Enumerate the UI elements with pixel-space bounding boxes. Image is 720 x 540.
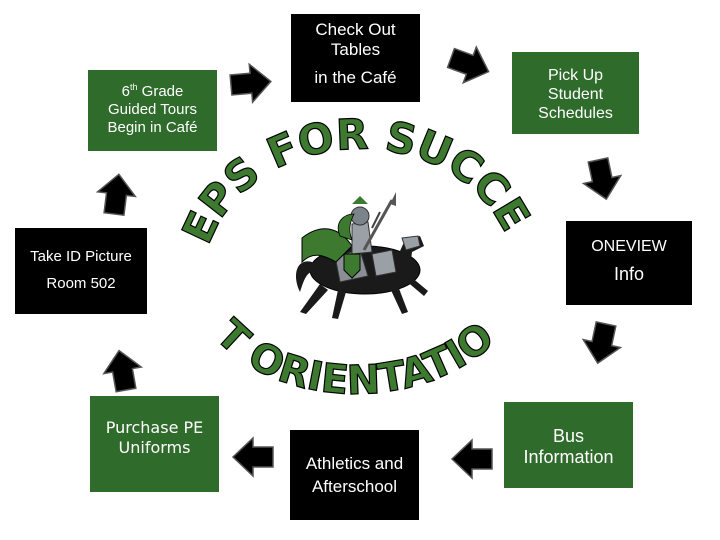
arrow-down-icon-2 <box>579 320 624 367</box>
title-top-arc: STEPS FOR SUCCESS <box>0 0 540 250</box>
arrow-right-icon-2 <box>445 40 496 89</box>
arrow-left-icon-2 <box>233 438 273 476</box>
arrow-down-icon-1 <box>579 156 624 203</box>
title-bottom-arc: AT ORIENTATION <box>0 0 503 404</box>
knight-on-horse-icon <box>296 192 428 319</box>
arrow-left-icon-1 <box>452 440 492 478</box>
arrow-up-icon-2 <box>95 172 138 216</box>
arrow-up-icon-1 <box>100 347 144 393</box>
arrow-right-icon-1 <box>229 63 272 104</box>
